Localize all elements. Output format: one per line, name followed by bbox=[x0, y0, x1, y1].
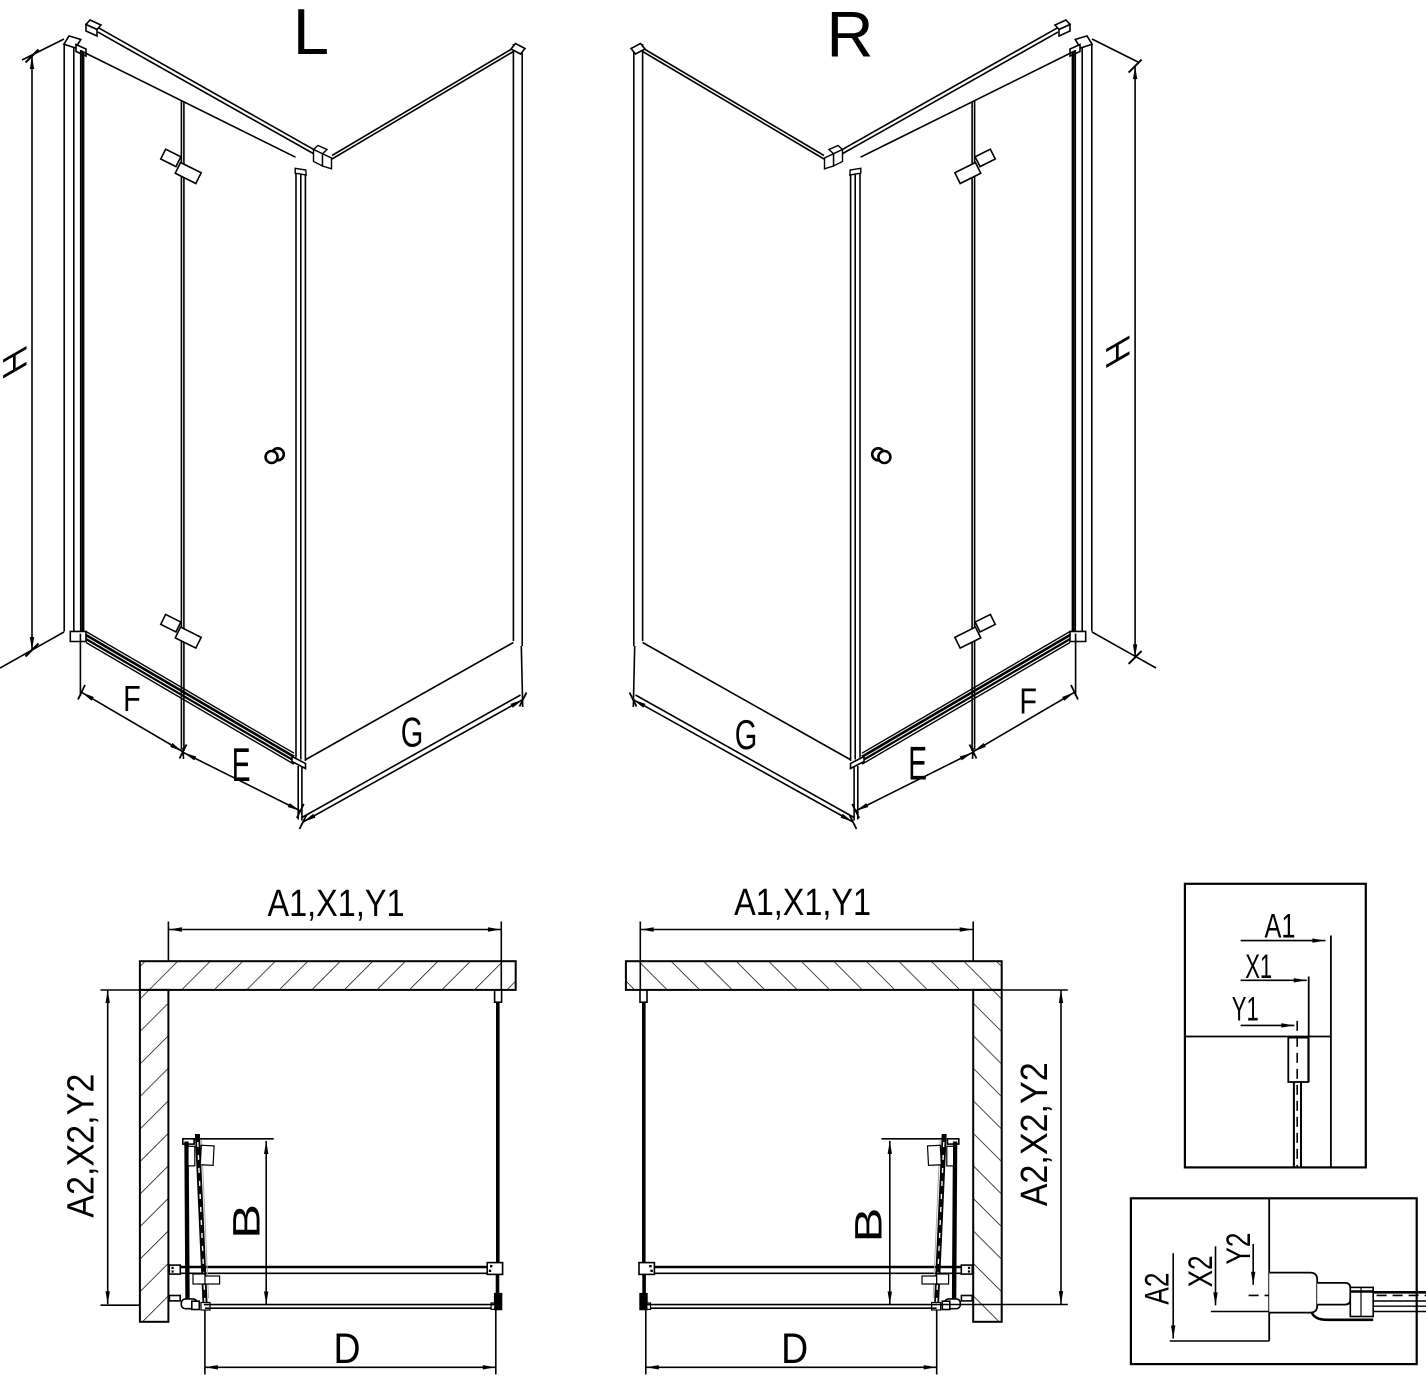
svg-text:A2: A2 bbox=[1139, 1273, 1177, 1305]
svg-text:A1,X1,Y1: A1,X1,Y1 bbox=[734, 882, 871, 924]
svg-text:A2,X2,Y2: A2,X2,Y2 bbox=[1014, 1062, 1056, 1206]
svg-text:A2,X2,Y2: A2,X2,Y2 bbox=[61, 1074, 103, 1218]
svg-text:F: F bbox=[1019, 680, 1037, 721]
svg-text:A1: A1 bbox=[1265, 908, 1296, 946]
svg-text:D: D bbox=[333, 1325, 360, 1373]
svg-text:Y1: Y1 bbox=[1232, 991, 1259, 1029]
svg-text:F: F bbox=[123, 678, 141, 719]
svg-text:B: B bbox=[225, 1204, 267, 1239]
svg-text:L: L bbox=[293, 0, 329, 68]
svg-text:E: E bbox=[908, 738, 927, 790]
svg-text:Y2: Y2 bbox=[1220, 1233, 1258, 1265]
svg-text:E: E bbox=[232, 740, 251, 792]
svg-text:X2: X2 bbox=[1182, 1255, 1220, 1287]
svg-text:G: G bbox=[735, 711, 758, 759]
svg-text:D: D bbox=[781, 1325, 808, 1373]
svg-text:B: B bbox=[847, 1208, 889, 1243]
svg-text:X1: X1 bbox=[1245, 948, 1272, 986]
svg-text:R: R bbox=[827, 0, 874, 71]
svg-text:G: G bbox=[401, 708, 424, 756]
svg-text:A1,X1,Y1: A1,X1,Y1 bbox=[268, 883, 405, 925]
